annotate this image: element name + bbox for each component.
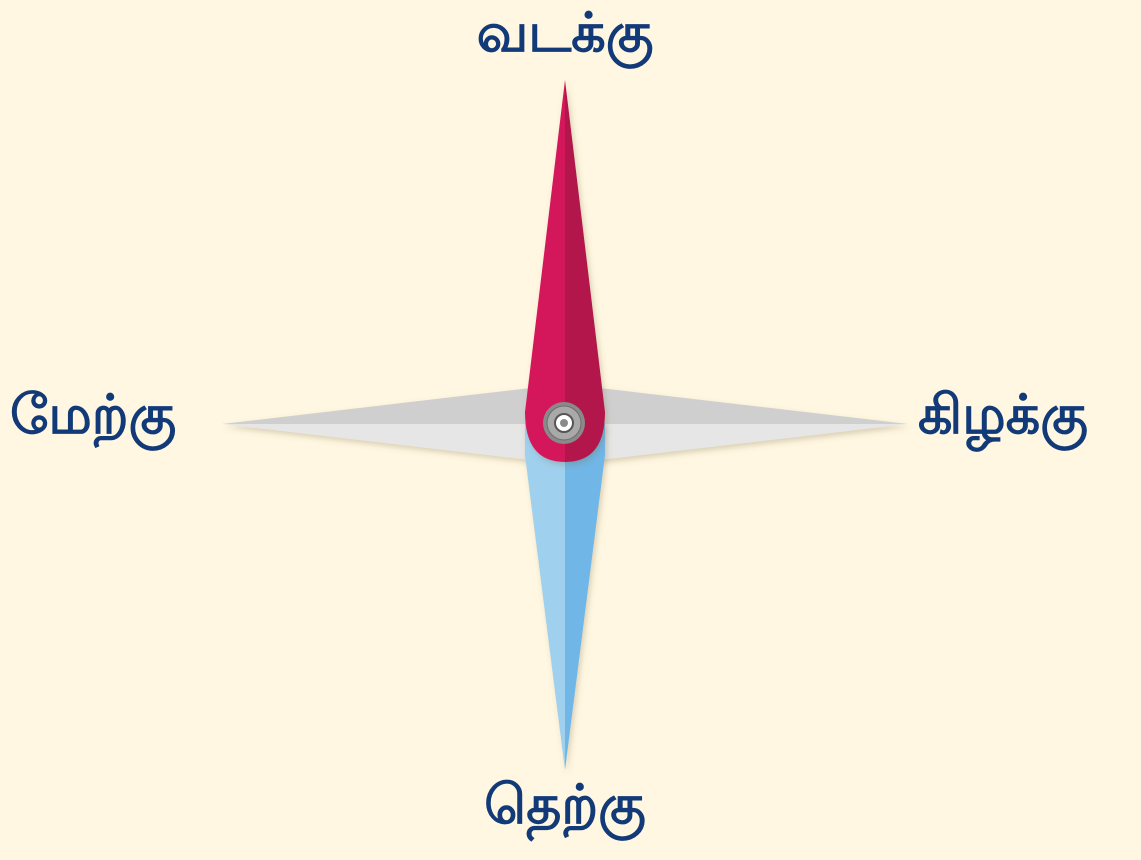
west-needle-upper [222,384,565,424]
east-label: கிழக்கு [918,388,1138,442]
south-needle-right [565,424,605,770]
south-label: தெற்கு [440,778,690,832]
south-needle [525,424,605,770]
west-label: மேற்கு [10,388,210,442]
west-needle-lower [222,424,565,464]
east-needle-lower [565,424,908,464]
pivot-icon [543,402,585,444]
south-needle-left [525,424,565,770]
north-label: வடக்கு [440,6,690,60]
east-needle-upper [565,384,908,424]
